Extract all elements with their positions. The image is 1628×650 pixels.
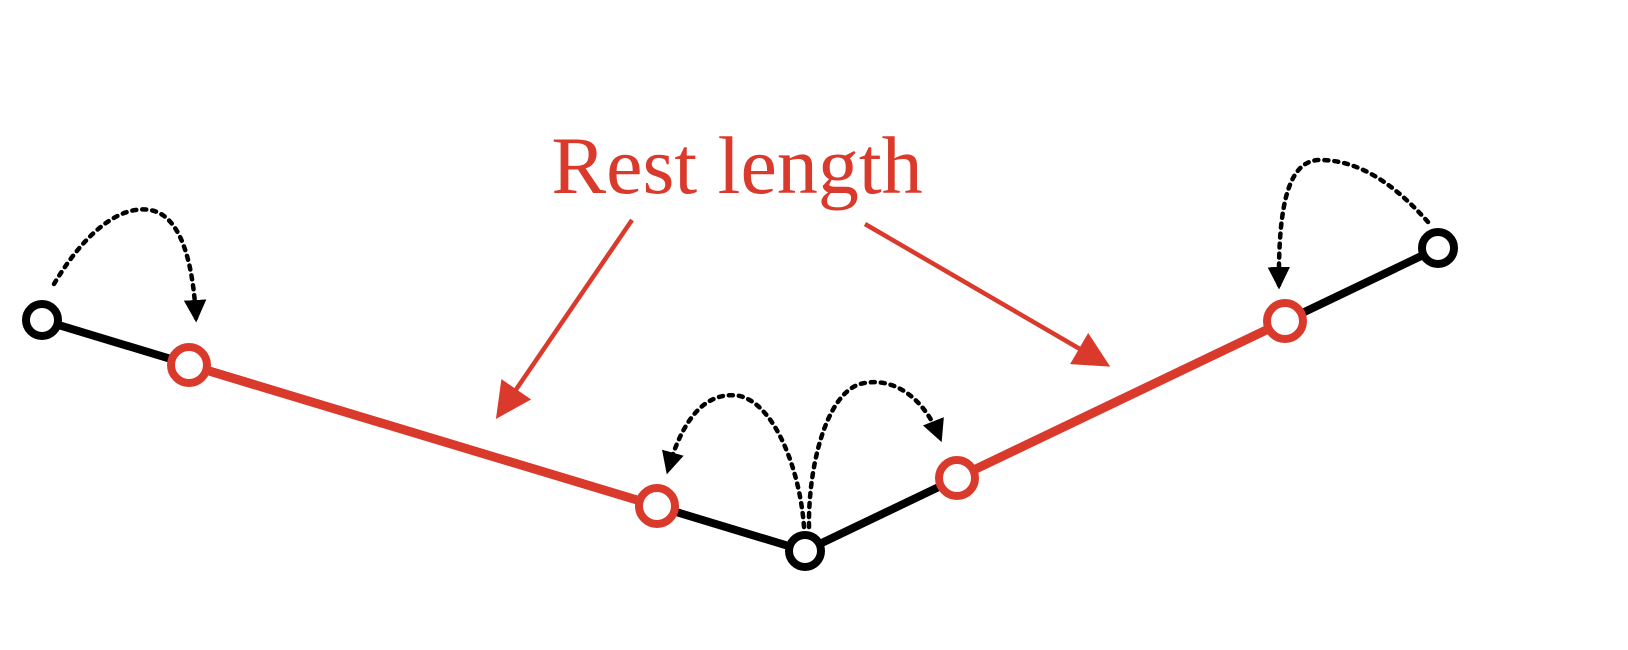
rest-length-label: Rest length (551, 120, 922, 211)
move-arrow-left-end (51, 207, 207, 323)
node-left-end (22, 300, 62, 340)
rest-node-4 (1263, 299, 1307, 343)
original-nodes (22, 228, 1458, 571)
move-arrow-right-end (1267, 157, 1431, 290)
move-arrows (51, 157, 1431, 530)
label-arrow-right (863, 222, 1111, 367)
label-arrow-left (495, 218, 634, 419)
node-center (785, 531, 825, 571)
node-right-end (1418, 228, 1458, 268)
original-polyline (38, 244, 1442, 555)
rest-node-2 (635, 484, 679, 528)
label-arrows (495, 218, 1111, 419)
rest-segment-right (952, 316, 1290, 483)
rest-node-1 (167, 343, 211, 387)
rest-segment-left (184, 360, 662, 511)
move-arrow-center-left (662, 392, 807, 530)
move-arrow-center-right (806, 380, 944, 530)
rest-length-segments (184, 316, 1290, 511)
rest-nodes (167, 299, 1307, 528)
rest-node-3 (935, 456, 979, 500)
